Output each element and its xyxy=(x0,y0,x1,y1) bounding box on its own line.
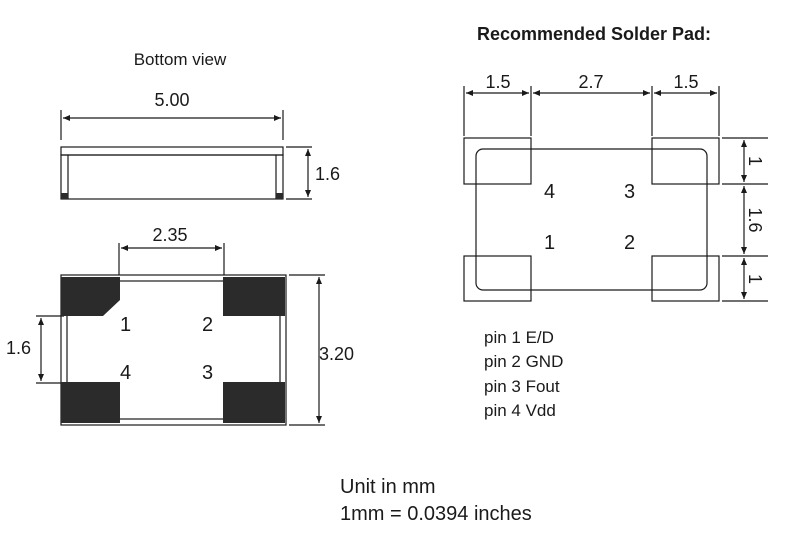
package-pad-1 xyxy=(61,277,120,316)
side-terminal-left xyxy=(61,193,68,199)
dim-pad-left: 1.5 xyxy=(485,72,510,92)
package-outline xyxy=(475,148,708,291)
package-pad-3 xyxy=(223,382,285,423)
dim-gap-vertical: 1.6 xyxy=(745,207,765,232)
solder-pad-top-right xyxy=(651,137,720,185)
package-pin-4: 4 xyxy=(120,362,131,384)
bottom-view xyxy=(36,243,325,426)
dim-length: 5.00 xyxy=(154,90,189,110)
unit-conversion: 1mm = 0.0394 inches xyxy=(340,503,532,525)
solder-pad-title: Recommended Solder Pad: xyxy=(477,24,711,44)
solder-pad-bottom-left xyxy=(463,255,532,302)
dim-pad-right: 1.5 xyxy=(673,72,698,92)
dim-width: 3.20 xyxy=(319,344,354,364)
package-pin-2: 2 xyxy=(202,314,213,336)
solder-pin-3: 3 xyxy=(624,181,635,203)
package-pin-1: 1 xyxy=(120,314,131,336)
solder-pin-1: 1 xyxy=(544,232,555,254)
package-pin-3: 3 xyxy=(202,362,213,384)
solder-pad-dimensions xyxy=(463,86,768,302)
pin-legend-1: pin 1 E/D xyxy=(484,328,554,347)
solder-pad-top-left xyxy=(463,137,532,185)
solder-pin-4: 4 xyxy=(544,181,555,203)
dim-pin-pitch: 1.6 xyxy=(6,338,31,358)
solder-pads xyxy=(463,137,720,302)
pin-legend: pin 1 E/D pin 2 GND pin 3 Fout pin 4 Vdd xyxy=(484,328,563,420)
dim-gap: 2.7 xyxy=(578,72,603,92)
dim-pad-height-top: 1 xyxy=(745,156,765,166)
solder-pad-bottom-right xyxy=(651,255,720,302)
pin-legend-3: pin 3 Fout xyxy=(484,377,560,396)
side-view xyxy=(60,110,312,200)
unit-note: Unit in mm xyxy=(340,476,436,498)
pin-legend-2: pin 2 GND xyxy=(484,352,563,371)
solder-pin-2: 2 xyxy=(624,232,635,254)
bottom-view-label: Bottom view xyxy=(134,50,227,69)
side-terminal-right xyxy=(276,193,283,199)
dim-pad-height-bottom: 1 xyxy=(745,274,765,284)
package-pad-4 xyxy=(61,382,120,423)
dim-pad-spacing: 2.35 xyxy=(152,225,187,245)
dim-height: 1.6 xyxy=(315,164,340,184)
package-pad-2 xyxy=(223,277,285,316)
pin-legend-4: pin 4 Vdd xyxy=(484,401,556,420)
